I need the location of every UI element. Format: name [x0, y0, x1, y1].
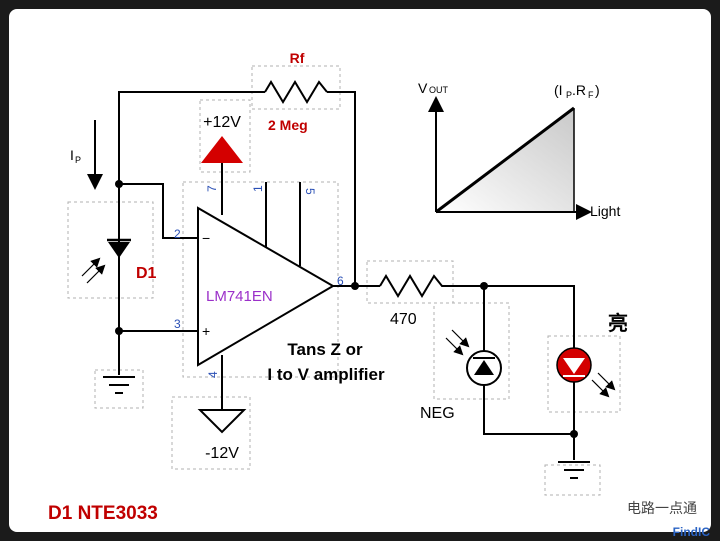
ground-symbol: [558, 461, 590, 479]
wire-feedback-right: [327, 91, 356, 286]
current-label: I: [70, 147, 74, 163]
pin-1: 1: [251, 185, 265, 192]
r470-label: 470: [390, 311, 417, 328]
component-outlines: [67, 65, 621, 496]
opamp-outline: [182, 181, 339, 378]
rf-outline: [251, 65, 341, 110]
watermark-logo: FindIC: [672, 525, 710, 539]
svg-text:F: F: [588, 90, 594, 100]
pos-supply-outline: [199, 99, 251, 173]
rf-resistor: [264, 80, 328, 104]
svg-text:(I: (I: [554, 82, 563, 98]
amp-desc-line1: Tans Z or: [287, 340, 363, 359]
led: [556, 347, 616, 398]
schematic-canvas: Rf 2 Meg I P D1 +12V -12V − + LM741EN 2 …: [9, 9, 711, 532]
pin-3: 3: [174, 317, 181, 331]
wire-neg-diode: [483, 286, 574, 435]
wires: [118, 91, 575, 460]
d1-outline: [67, 201, 154, 299]
led-outline: [547, 335, 621, 413]
transfer-graph: [428, 96, 592, 220]
pos-supply-label: +12V: [203, 114, 241, 131]
rf-value: 2 Meg: [268, 117, 308, 133]
junction-dot: [570, 430, 578, 438]
opamp-triangle: [197, 206, 335, 367]
r470-resistor: [379, 274, 448, 298]
neg-supply-arrow: [197, 409, 247, 434]
junction-dot: [115, 327, 123, 335]
svg-text:): ): [595, 82, 600, 98]
d1-label: D1: [136, 265, 157, 282]
d1-ground-outline: [94, 369, 144, 409]
svg-text:.R: .R: [572, 82, 586, 98]
svg-text:P: P: [566, 90, 572, 100]
graph-xlabel: Light: [590, 203, 620, 219]
pin-7: 7: [205, 185, 219, 192]
ground-symbol: [103, 376, 135, 394]
part-note: D1 NTE3033: [48, 503, 158, 524]
junction-dot: [480, 282, 488, 290]
current-subscript: P: [75, 155, 81, 165]
neg-supply-outline: [171, 396, 251, 470]
graph-line: [435, 106, 575, 214]
photodiode-d1: [81, 238, 131, 284]
pin-4: 4: [206, 371, 220, 378]
neg-supply-label: -12V: [205, 445, 239, 462]
opamp-noninv-sign: +: [202, 323, 210, 339]
neg-diode-outline: [433, 302, 510, 400]
graph-ylabel-sub: OUT: [429, 85, 449, 95]
circuit-diagram: Rf 2 Meg I P D1 +12V -12V − + LM741EN 2 …: [48, 50, 628, 524]
led-bright-label: 亮: [608, 311, 628, 335]
graph-ylabel: V: [418, 80, 428, 96]
opamp-inv-sign: −: [202, 230, 210, 246]
pin-numbers: 2 3 7 1 5 4 6: [174, 185, 344, 378]
wire-pin2: [119, 183, 198, 239]
neg-label: NEG: [420, 405, 455, 422]
watermark-text: 电路一点通: [627, 500, 697, 516]
r470-outline: [366, 260, 454, 304]
opamp-label: LM741EN: [206, 288, 273, 305]
junction-dot: [351, 282, 359, 290]
pin-2: 2: [174, 227, 181, 241]
pos-supply-arrow: [201, 136, 243, 163]
amp-desc-line2: I to V amplifier: [267, 365, 385, 384]
rf-label: Rf: [290, 50, 305, 66]
neg-photodiode: [445, 329, 502, 386]
junctions: [115, 180, 578, 438]
wire-out-right: [448, 285, 575, 460]
graph-peak-label: (I P .R F ): [554, 82, 600, 100]
junction-dot: [115, 180, 123, 188]
pin-6: 6: [337, 274, 344, 288]
pin-5: 5: [303, 188, 317, 195]
wire-feedback-left: [118, 91, 265, 284]
